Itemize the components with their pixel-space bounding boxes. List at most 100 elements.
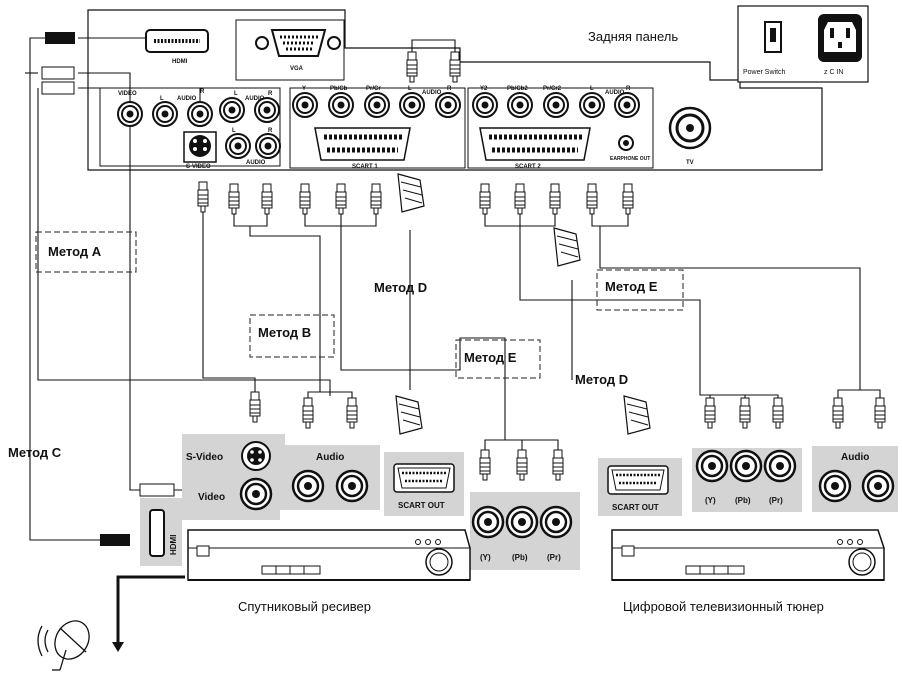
ac-in-label: z C IN — [824, 69, 843, 76]
scart2-label: SCART 2 — [515, 164, 541, 170]
method-b-box — [249, 314, 335, 358]
method-a-label: Метод А — [48, 244, 102, 259]
method-c-label: Метод С — [8, 445, 62, 460]
tuner-audio-label: Audio — [841, 452, 869, 463]
rca-plug-a2 — [41, 81, 75, 95]
tuner-pb-port — [729, 449, 763, 483]
method-d2-label: Метод D — [575, 372, 628, 387]
comp1-audio-r-port — [435, 92, 461, 118]
comp2-audio-r-port — [614, 92, 640, 118]
sat-scart-label: SCART OUT — [398, 501, 445, 510]
audio-label-3: AUDIO — [246, 160, 266, 166]
method-b-label: Метод В — [258, 325, 311, 340]
audio2-r-label: R — [268, 91, 273, 97]
sat-y-port — [471, 505, 505, 539]
y2-label: Y2 — [480, 86, 488, 92]
tuner-y-label: (Y) — [705, 496, 716, 505]
sat-pb-label: (Pb) — [512, 553, 528, 562]
sat-video-label: Video — [198, 492, 225, 503]
pb-cb-port — [328, 92, 354, 118]
satellite-receiver — [187, 529, 471, 581]
audio-label-2: AUDIO — [245, 96, 265, 102]
comp1-audio-l-port — [399, 92, 425, 118]
tuner-pb-label: (Pb) — [735, 496, 751, 505]
audio-l-label: L — [160, 96, 164, 102]
tuner-audio-l-port — [818, 469, 852, 503]
tuner-scart-label: SCART OUT — [612, 503, 659, 512]
cables — [25, 32, 886, 546]
y2-port — [472, 92, 498, 118]
comp2-r-label: R — [626, 86, 631, 92]
audio2-l-label: L — [234, 91, 238, 97]
sat-video-port — [239, 477, 273, 511]
y-port — [292, 92, 318, 118]
audio3-r-label: R — [268, 128, 273, 134]
hdmi-plug-bottom — [100, 534, 130, 546]
sat-audio-l-port — [291, 469, 325, 503]
panel-title: Задняя панель — [588, 29, 678, 44]
tuner-caption: Цифровой телевизионный тюнер — [623, 599, 824, 614]
sat-hdmi-label: HDMI — [169, 535, 178, 555]
pb-cb-label: Pb/Cb — [330, 86, 348, 92]
comp2-l-label: L — [590, 86, 594, 92]
sat-y-label: (Y) — [480, 553, 491, 562]
sat-pb-port — [505, 505, 539, 539]
audio3-l-port — [225, 133, 251, 159]
scart1-port — [314, 127, 411, 161]
tuner-pr-label: (Pr) — [769, 496, 783, 505]
satellite-caption: Спутниковый ресивер — [238, 599, 371, 614]
pb-cb2-label: Pb/Cb2 — [507, 86, 528, 92]
audio3-r-port — [255, 133, 281, 159]
sat-s-video-port — [241, 441, 271, 471]
pr-cr2-label: Pr/Cr2 — [543, 86, 562, 92]
video-port-label: VIDEO — [118, 91, 137, 97]
power-switch-label: Power Switch — [743, 69, 786, 76]
pr-cr-port — [364, 92, 390, 118]
audio-l-port — [152, 101, 178, 127]
sat-audio-r-port — [335, 469, 369, 503]
sat-scart-port — [392, 462, 456, 494]
rca-plug-a1 — [41, 66, 75, 80]
vga-port — [255, 29, 341, 57]
method-e1-box — [455, 339, 541, 379]
y-label: Y — [302, 86, 306, 92]
rca-plug-video — [139, 483, 175, 497]
sat-audio-label: Audio — [316, 452, 344, 463]
vga-port-label: VGA — [290, 66, 304, 72]
audio-r-label: R — [200, 89, 205, 95]
tv-label: TV — [686, 160, 694, 166]
sat-pr-port — [539, 505, 573, 539]
audio3-l-label: L — [232, 128, 236, 134]
s-video-port — [183, 131, 217, 163]
audio-label-1: AUDIO — [177, 96, 197, 102]
hdmi-port-label: HDMI — [172, 59, 188, 65]
video-port — [117, 101, 143, 127]
scart2-port — [479, 127, 591, 161]
method-e1-label: Метод E — [464, 350, 517, 365]
method-d1-label: Метод D — [374, 280, 427, 295]
pb-cb2-port — [507, 92, 533, 118]
sat-hdmi-port — [149, 509, 165, 557]
audio2-l-port — [219, 97, 245, 123]
tuner-y-port — [695, 449, 729, 483]
method-a-box — [35, 231, 137, 273]
earphone-label: EARPHONE OUT — [610, 156, 650, 162]
pr-cr-label: Pr/Cr — [366, 86, 381, 92]
tuner-scart-port — [606, 464, 670, 496]
rear-panel: Задняя панель Power Switch z C IN HDMI V… — [87, 5, 869, 171]
tv-antenna-port — [668, 106, 712, 150]
tuner-pr-port — [763, 449, 797, 483]
comp2-audio-label: AUDIO — [605, 90, 625, 96]
digital-tv-tuner — [611, 529, 885, 581]
scart1-label: SCART 1 — [352, 164, 378, 170]
satellite-dish-icon — [37, 620, 90, 671]
tuner-audio-r-port — [861, 469, 895, 503]
sat-s-video-label: S-Video — [186, 452, 223, 463]
comp1-audio-label: AUDIO — [422, 90, 442, 96]
output-arrow — [116, 575, 185, 645]
tuner-ports: SCART OUT (Y) (Pb) (Pr) Audio — [598, 446, 898, 516]
audio-r-port — [187, 101, 213, 127]
method-e2-label: Метод E — [605, 279, 658, 294]
satellite-receiver-ports: S-Video Video Audio HDMI SCART OUT (Y) (… — [140, 434, 580, 570]
